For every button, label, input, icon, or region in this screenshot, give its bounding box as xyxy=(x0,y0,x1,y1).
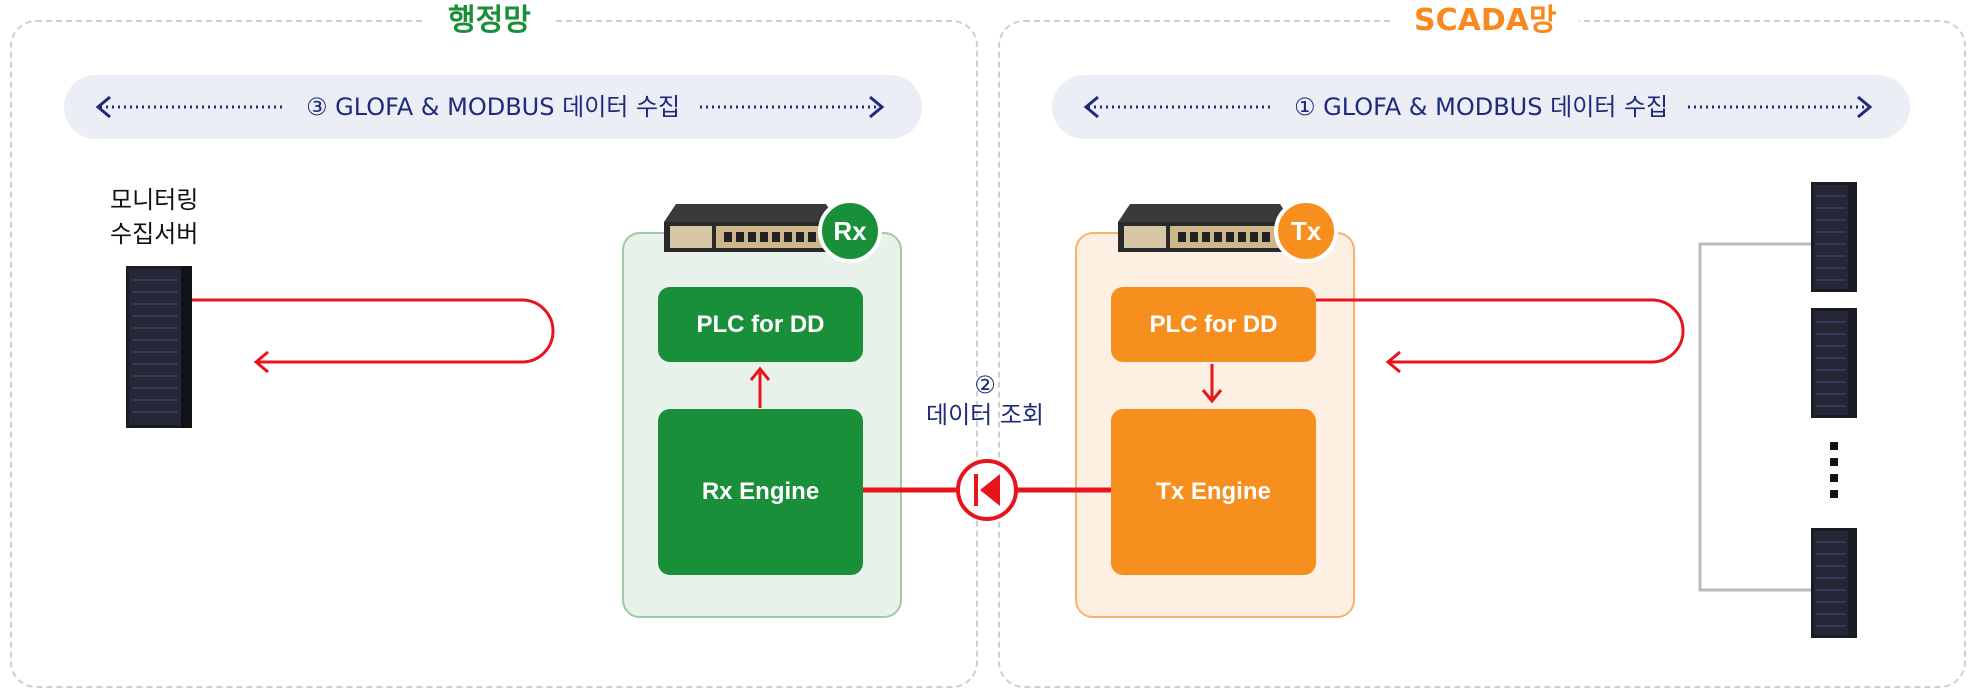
network-appliance-icon xyxy=(1118,204,1292,252)
rx-collection-loop xyxy=(192,298,555,364)
network-appliance-icon xyxy=(664,204,838,252)
tx-engine-box: Tx Engine xyxy=(1111,409,1316,575)
left-collection-banner: ③ GLOFA & MODBUS 데이터 수집 xyxy=(64,75,922,139)
server-rack-icon xyxy=(1811,308,1857,418)
server-rack-icon xyxy=(1811,528,1857,638)
dotted-arrow-right-icon xyxy=(1688,95,1873,119)
vertical-ellipsis-icon xyxy=(1830,442,1838,498)
server-rack-icon xyxy=(1811,182,1857,292)
server-rack-icon xyxy=(126,266,192,428)
scada-server-bracket xyxy=(1698,242,1811,592)
tx-badge: Tx xyxy=(1274,199,1338,263)
admin-network-title: 행정망 xyxy=(426,3,553,39)
rx-plc-box: PLC for DD xyxy=(658,287,863,362)
step-marker: ② xyxy=(974,371,996,399)
tx-collection-loop xyxy=(1316,298,1685,364)
one-way-diode-icon xyxy=(956,459,1018,521)
right-collection-banner: ① GLOFA & MODBUS 데이터 수집 xyxy=(1052,75,1910,139)
rx-engine-box: Rx Engine xyxy=(658,409,863,575)
step-label: 데이터 조회 xyxy=(925,401,1045,429)
rx-badge: Rx xyxy=(818,199,882,263)
monitoring-server-label: 모니터링 수집서버 xyxy=(110,186,199,248)
data-query-label: ② 데이터 조회 xyxy=(920,370,1050,430)
left-banner-label: ③ GLOFA & MODBUS 데이터 수집 xyxy=(306,93,681,121)
dotted-arrow-left-icon xyxy=(1083,95,1270,119)
right-banner-label: ① GLOFA & MODBUS 데이터 수집 xyxy=(1294,93,1669,121)
scada-network-title: SCADA망 xyxy=(1392,3,1579,39)
tx-plc-box: PLC for DD xyxy=(1111,287,1316,362)
dotted-arrow-right-icon xyxy=(700,95,885,119)
dotted-arrow-left-icon xyxy=(95,95,282,119)
